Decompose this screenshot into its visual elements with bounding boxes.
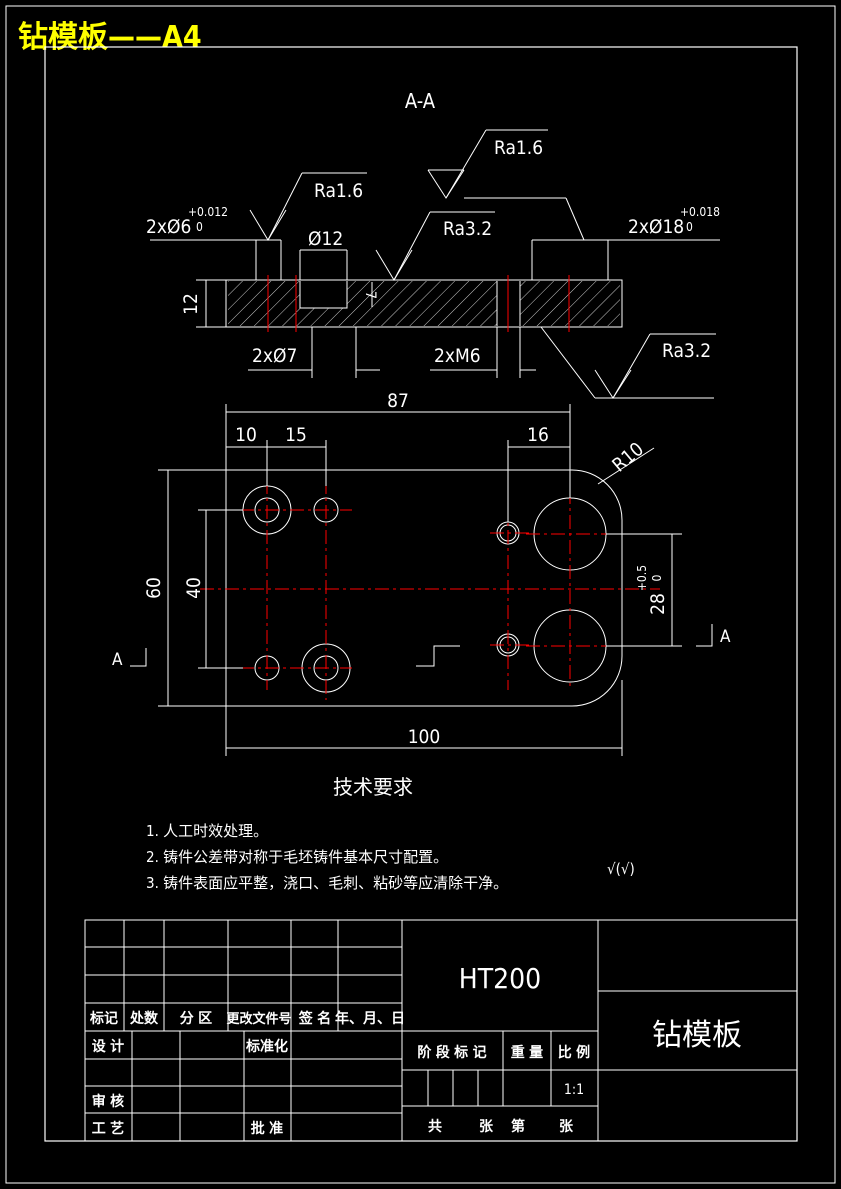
note-2: 2. 铸件公差带对称于毛坯铸件基本尺寸配置。 [146,848,448,866]
cut-label-left: A [112,650,123,670]
dim-thickness-12: 12 [180,293,202,315]
dim-15: 15 [285,424,307,446]
roughness-general-symbol: √(√) [607,860,635,878]
cut-label-right: A [720,627,731,647]
dim-2xm6: 2xM6 [434,345,481,367]
label-stage: 阶 段 标 记 [417,1044,486,1061]
dim-2xd6-tol-lower: 0 [196,220,203,234]
dim-10: 10 [235,424,257,446]
sheet-total-label: 共 [428,1118,442,1135]
dim-28-tol-upper: +0.5 [635,565,649,591]
scale-value: 1:1 [564,1082,584,1098]
plate-outline [225,469,623,707]
ra16-left-label: Ra1.6 [314,180,363,202]
dim-2xd18-tol-upper: +0.018 [680,205,720,219]
technical-notes: 技术要求 1. 人工时效处理。 2. 铸件公差带对称于毛坯铸件基本尺寸配置。 3… [146,775,635,892]
dim-28: 28 [647,593,669,615]
outer-border [5,5,836,1184]
dim-28-tol-lower: 0 [650,574,664,581]
material: HT200 [459,962,541,995]
hdr-date: 年、月、日 [335,1010,405,1027]
r10-leader [597,447,655,485]
section-plate-outline [225,279,623,328]
label-approve: 批 准 [251,1120,283,1137]
label-standard: 标准化 [245,1038,288,1055]
cut-step [416,645,460,667]
plan-view [130,404,713,756]
dim-60: 60 [143,577,165,599]
title-block [84,919,798,1142]
hatch-middle [300,281,497,326]
cut-marker-left [130,648,147,667]
dim-2xd6: 2xØ6 [146,216,191,238]
ra32-mid-label: Ra3.2 [443,218,492,240]
sheet-unit-1: 张 [479,1119,494,1135]
section-label: A-A [405,89,436,113]
dim-2xd7: 2xØ7 [252,345,297,367]
ra32-right-label: Ra3.2 [662,340,711,362]
note-3: 3. 铸件表面应平整，浇口、毛刺、粘砂等应清除干净。 [146,874,508,892]
label-weight: 重 量 [511,1044,543,1061]
dim-d12: Ø12 [308,228,343,250]
notes-title: 技术要求 [333,775,413,799]
note-1: 1. 人工时效处理。 [146,822,268,840]
dim-2xd18: 2xØ18 [628,216,684,238]
section-view: A-A [150,89,720,399]
sheet-unit-2: 张 [559,1119,574,1135]
hdr-signature: 签 名 [298,1010,331,1027]
hdr-change-doc: 更改文件号 [226,1011,291,1027]
section-center-lines [267,275,570,332]
dim-2xd6-tol-upper: +0.012 [188,205,228,219]
dim-87: 87 [387,390,409,412]
section-texts: Ra1.6 Ra1.6 Ra3.2 Ra3.2 2xØ6 +0.012 0 Ø1… [146,137,720,367]
counterbore-step [299,281,348,309]
label-scale: 比 例 [558,1044,590,1061]
dim-depth-7: 7 [362,291,378,299]
hatch-right [520,281,620,326]
dim-2xd18-tol-lower: 0 [686,220,693,234]
hdr-mark: 标记 [89,1010,118,1027]
label-process: 工 艺 [92,1120,124,1137]
label-review: 审 核 [92,1093,124,1110]
dim-100: 100 [408,726,441,748]
ra16-top-label: Ra1.6 [494,137,543,159]
dim-16: 16 [527,424,549,446]
sheet-title: 钻模板——A4 [18,20,202,55]
dim-40: 40 [183,577,205,599]
plan-texts: 87 10 15 16 R10 60 40 28 +0.5 0 100 A A [112,390,731,748]
hdr-count: 处数 [129,1010,159,1027]
hdr-zone: 分 区 [180,1011,212,1027]
label-design: 设 计 [92,1038,124,1055]
plan-center-lines [200,480,660,700]
hatch-left [228,281,300,326]
cut-marker-right [696,624,713,647]
sheet-number-label: 第 [511,1118,525,1135]
part-name: 钻模板 [652,1018,742,1053]
roughness-leader [267,172,303,241]
title-block-texts: HT200 钻模板 标记 处数 分 区 更改文件号 签 名 年、月、日 设 计 … [89,962,742,1137]
